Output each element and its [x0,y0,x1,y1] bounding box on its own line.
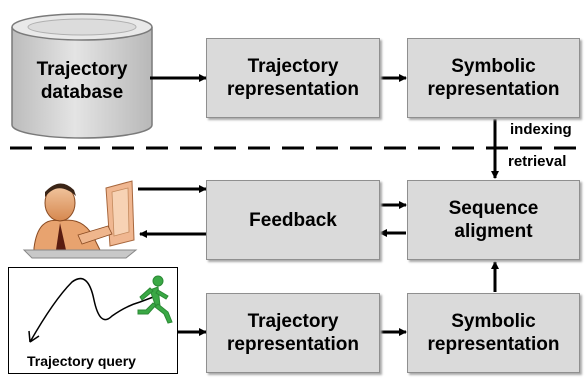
node-symbolic-representation-bottom: Symbolic representation [407,293,580,373]
trajectory-query-sketch [28,277,157,343]
trajectory-query-caption: Trajectory query [27,353,136,369]
node-sequence-alignment: Sequence aligment [407,180,580,260]
database-label: Trajectory database [36,59,128,103]
trajectory-query-panel [8,267,178,374]
node-trajectory-representation-top: Trajectory representation [206,38,380,118]
running-person-icon [137,275,173,324]
database-icon [11,13,153,139]
node-trajectory-representation-bottom: Trajectory representation [206,293,380,373]
edge-label-retrieval: retrieval [508,153,567,170]
node-symbolic-representation-top: Symbolic representation [407,38,580,118]
user-at-computer-icon [22,180,138,259]
node-feedback: Feedback [206,180,380,260]
edge-label-indexing: indexing [510,121,572,138]
